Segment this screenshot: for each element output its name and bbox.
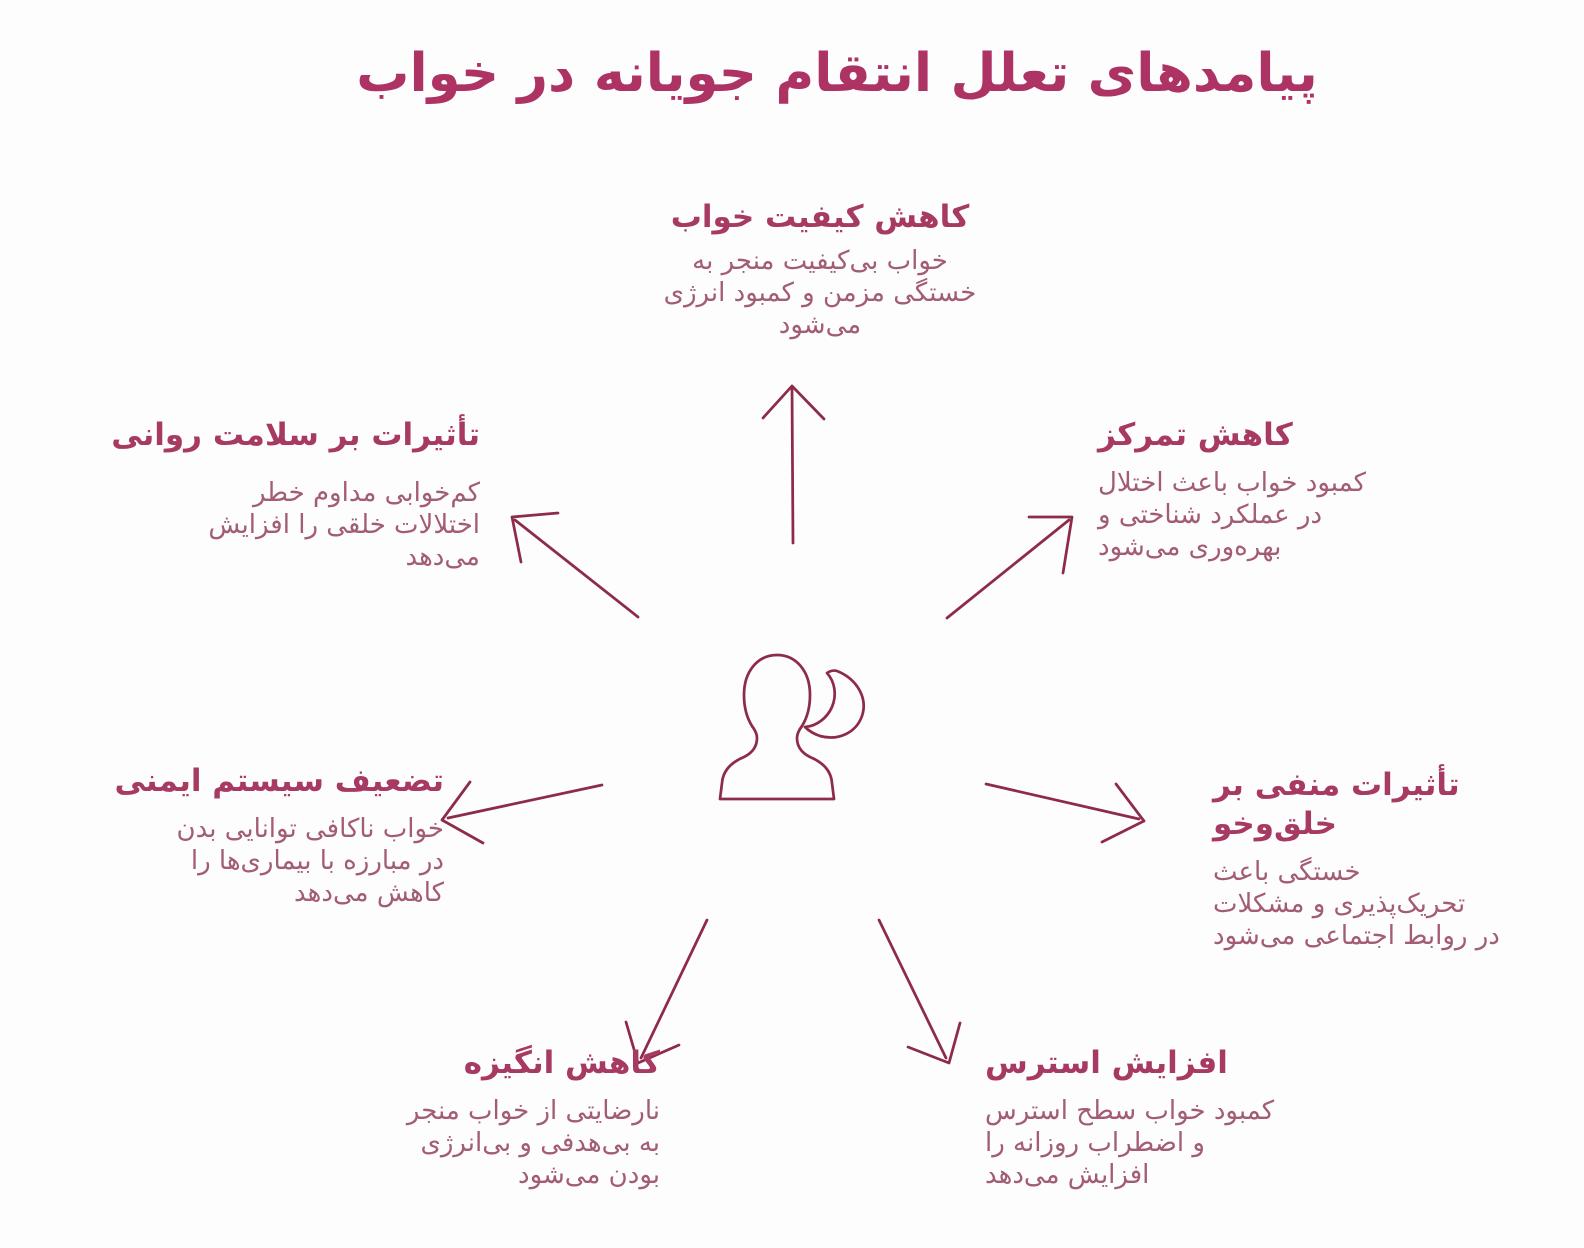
- consequence-node-focus: کاهش تمرکز کمبود خواب باعث اختلال در عمل…: [1098, 416, 1366, 563]
- arrow-to-top-icon: [761, 384, 826, 545]
- person-bust-outline: [718, 653, 836, 801]
- node-heading: افزایش استرس: [985, 1045, 1228, 1081]
- consequence-node-stress: افزایش استرس کمبود خواب سطح استرس و اضطر…: [985, 1044, 1274, 1191]
- node-heading: کاهش کیفیت خواب: [670, 199, 970, 235]
- node-description: کمبود خواب باعث اختلال در عملکرد شناختی …: [1098, 467, 1367, 563]
- node-description: کمبود خواب سطح استرس و اضطراب روزانه را …: [985, 1095, 1275, 1191]
- node-heading: تأثیرات منفی بر خلق‌وخو: [1213, 767, 1460, 842]
- node-description: خواب بی‌کیفیت منجر به خستگی مزمن و کمبود…: [663, 245, 977, 341]
- arrow-to-bottom-left-icon: [624, 918, 709, 1065]
- node-heading: تأثیرات بر سلامت روانی: [111, 417, 480, 453]
- consequence-node-motivation: کاهش انگیزه نارضایتی از خواب منجر به بی‌…: [407, 1044, 660, 1191]
- arrow-to-right-icon: [984, 782, 1146, 844]
- arrow-to-left-icon: [440, 780, 604, 845]
- sleeping-person-with-moon-icon: [718, 653, 865, 801]
- consequence-node-sleep-quality: کاهش کیفیت خواب خواب بی‌کیفیت منجر به خس…: [664, 198, 977, 341]
- arrow-to-upper-left-icon: [510, 511, 640, 619]
- node-description: نارضایتی از خواب منجر به بی‌هدفی و بی‌ان…: [406, 1095, 660, 1191]
- node-heading: کاهش تمرکز: [1098, 417, 1293, 453]
- node-description: خستگی باعث تحریک‌پذیری و مشکلات در روابط…: [1213, 856, 1500, 951]
- node-heading: کاهش انگیزه: [463, 1045, 660, 1081]
- crescent-moon-icon: [803, 669, 865, 739]
- node-description: خواب ناکافی توانایی بدن در مبارزه با بیم…: [176, 813, 445, 909]
- node-description: کم‌خوابی مداوم خطر اختلالات خلقی را افزا…: [208, 477, 480, 573]
- consequence-node-mental-health: تأثیرات بر سلامت روانی کم‌خوابی مداوم خط…: [111, 416, 480, 573]
- arrow-to-upper-right-icon: [945, 515, 1074, 620]
- consequence-node-immune-system: تضعیف سیستم ایمنی خواب ناکافی توانایی بد…: [114, 762, 444, 909]
- arrow-to-bottom-right-icon: [877, 918, 962, 1065]
- node-heading: تضعیف سیستم ایمنی: [114, 763, 444, 799]
- consequence-node-mood: تأثیرات منفی بر خلق‌وخو خستگی باعث تحریک…: [1213, 766, 1584, 952]
- page-title: پیامدهای تعلل انتقام جویانه در خواب: [356, 43, 1318, 104]
